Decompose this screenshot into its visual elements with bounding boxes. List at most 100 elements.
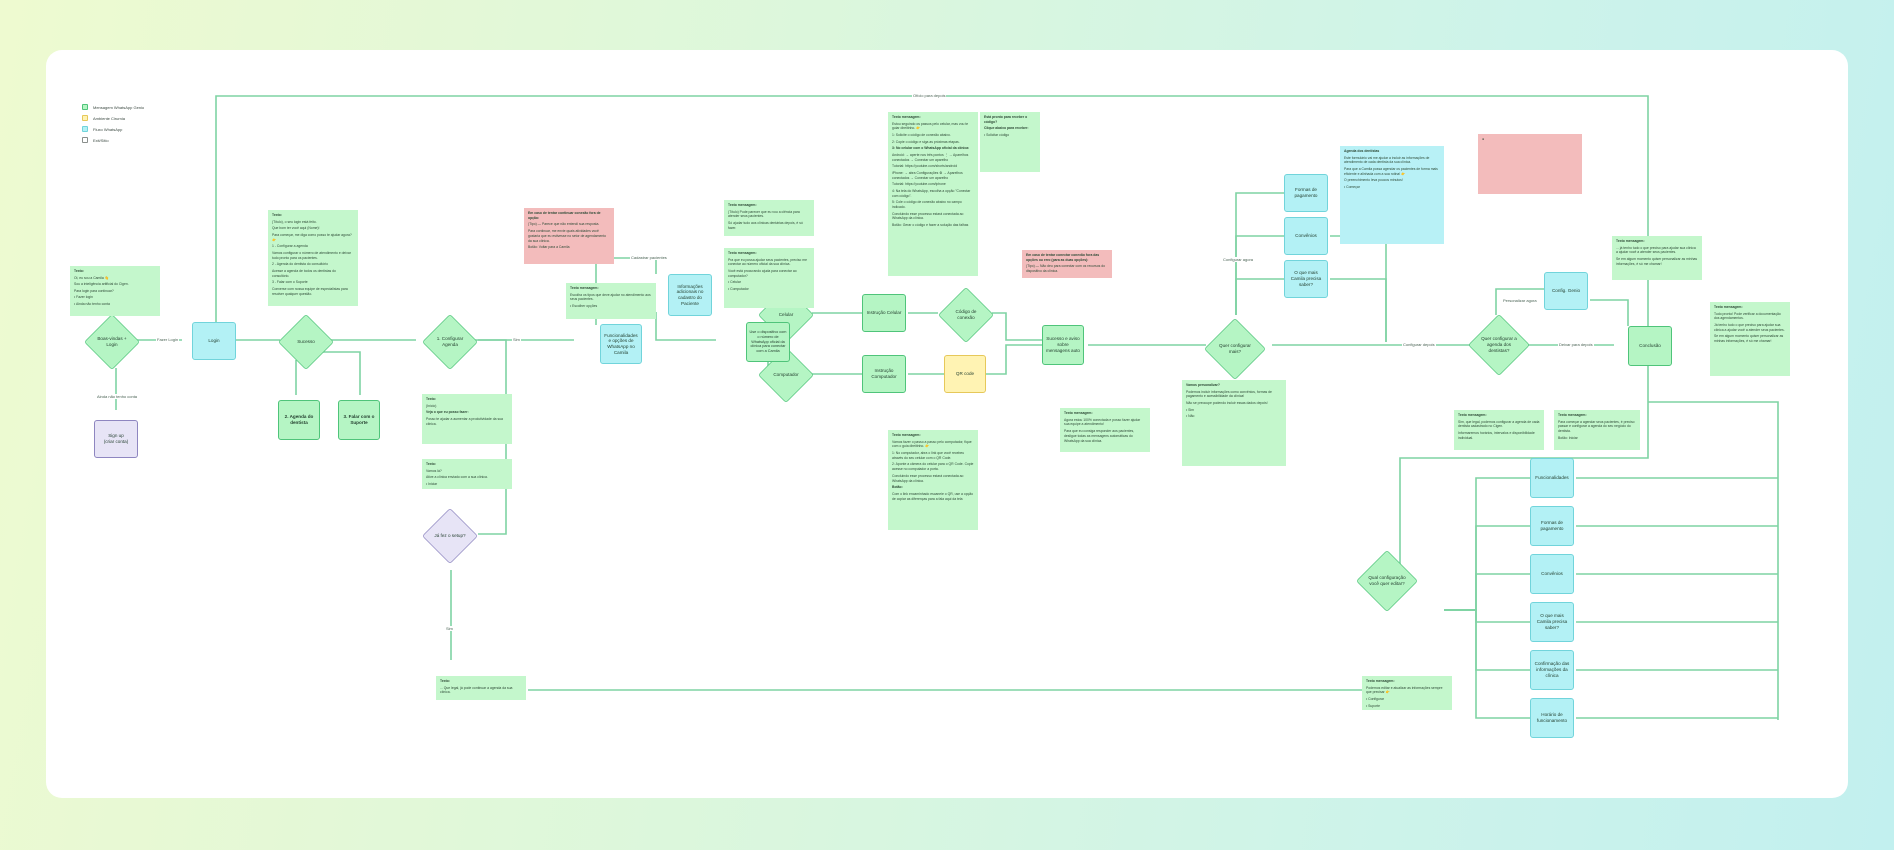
falar-suporte-node[interactable]: 3. Falar com o Suporte bbox=[338, 400, 380, 440]
note-line: Texto mensagem: bbox=[1458, 413, 1487, 417]
configurar-agenda-decision[interactable]: 1. Configurar Agenda bbox=[422, 314, 478, 370]
sign-up-node[interactable]: Sign up (criar conta) bbox=[94, 420, 138, 458]
note-dispositivo-top: Texto mensagem:(Título) Pode parecer que… bbox=[724, 200, 814, 236]
ja-fez-setup-decision[interactable]: Já fez o setup? bbox=[422, 508, 478, 564]
sucesso-aviso-node[interactable]: Sucesso e aviso sobre mensagens auto bbox=[1042, 325, 1084, 365]
codigo-conexao-decision[interactable]: Código de conexão bbox=[938, 287, 994, 343]
note-line: Botão: Voltar para a Camila bbox=[528, 245, 570, 250]
menu-confirmacao-node[interactable]: Confirmação das informações da clínica bbox=[1530, 650, 1574, 690]
celular-decision[interactable]: Celular bbox=[758, 287, 814, 343]
note-config-genio: Texto mensagem:... já tenho tudo o que p… bbox=[1612, 236, 1702, 280]
menu-horario-node[interactable]: Horário de funcionamento bbox=[1530, 698, 1574, 738]
menu-formas-pagamento-node[interactable]: Formas de pagamento bbox=[1530, 506, 1574, 546]
sucesso-decision[interactable]: Sucesso bbox=[278, 314, 334, 370]
note-line: Para continuar, me envie quais atividade… bbox=[528, 229, 607, 243]
config-genio-node[interactable]: Config. Genio bbox=[1544, 272, 1588, 310]
note-line: Texto mensagem: bbox=[1064, 411, 1093, 415]
computador-decision[interactable]: Computador bbox=[758, 347, 814, 403]
note-line: O preenchimento leva poucos minutos! bbox=[1344, 178, 1403, 183]
o-que-mais-node[interactable]: O que mais Camila precisa saber? bbox=[1284, 260, 1328, 298]
note-conclusao: Texto mensagem:Tudo pronto! Pode verific… bbox=[1710, 302, 1790, 376]
note-line: (Início) bbox=[426, 403, 437, 408]
conn-top-loop: Ofício para depois bbox=[912, 93, 947, 98]
funcionalidades-whats-label: Funcionalidades e opções de WhatsApp no … bbox=[604, 332, 638, 355]
note-line: ... Que legal, já pode continuar a agend… bbox=[440, 685, 513, 695]
note-line: Concluindo esse processo estará conectad… bbox=[892, 473, 964, 483]
wire-qual-formas bbox=[1444, 525, 1530, 611]
note-line: Acesse a agenda de todos os dentistas do… bbox=[272, 268, 336, 278]
conclusao-node[interactable]: Conclusão bbox=[1628, 326, 1672, 366]
note-line: Texto mensagem: bbox=[1558, 413, 1587, 417]
agenda-dentista-node[interactable]: 2. Agenda do dentista bbox=[278, 400, 320, 440]
menu-convenios-node[interactable]: Convênios bbox=[1530, 554, 1574, 594]
note-line: Estou seguindo os passos pelo celular, m… bbox=[892, 121, 969, 131]
note-configurar: Texto:(Início)Veja o que eu posso fazer:… bbox=[422, 394, 512, 444]
note-agenda-right: Texto mensagem:Para começar a agendar se… bbox=[1554, 410, 1640, 450]
usar-dispositivo-node[interactable]: Use o dispositivo com o número de WhatsA… bbox=[746, 322, 790, 362]
formas-pagamento-label: Formas de pagamento bbox=[1294, 187, 1318, 198]
menu-o-que-mais-node[interactable]: O que mais Camila precisa saber? bbox=[1530, 602, 1574, 642]
instrucao-celular-node[interactable]: Instrução Celular bbox=[862, 294, 906, 332]
note-line: • Solicitar código bbox=[984, 133, 1010, 137]
note-line: Clique abaixo para receber: bbox=[984, 126, 1029, 131]
menu-funcionalidades-node[interactable]: Funcionalidades bbox=[1530, 458, 1574, 498]
menu-convenios-label: Convênios bbox=[1541, 571, 1563, 577]
instrucao-computador-node[interactable]: Instrução Computador bbox=[862, 355, 906, 393]
conn-configurar-agora: Configurar agora bbox=[1222, 257, 1255, 262]
legend-label: Exit/Sitio bbox=[93, 137, 109, 143]
note-line: Em caso de tentar conectar conexão fora … bbox=[1026, 253, 1100, 262]
conclusao-label: Conclusão bbox=[1639, 343, 1661, 349]
conn-configurar-depois: Configurar depois bbox=[1402, 342, 1436, 347]
note-line: Oi, eu sou a Camila 👋 bbox=[74, 275, 109, 280]
qr-code-node[interactable]: QR code bbox=[944, 355, 986, 393]
note-line: Sou a inteligência artificial do Cigen. bbox=[74, 282, 129, 287]
note-line: 1 - Configurar a agenda bbox=[272, 244, 308, 249]
wire-right-rail bbox=[1648, 401, 1779, 720]
ja-fez-setup-label: Já fez o setup? bbox=[434, 533, 466, 539]
celular-label: Celular bbox=[778, 312, 794, 318]
legend-swatch bbox=[82, 104, 88, 110]
configurar-agenda-label: 1. Configurar Agenda bbox=[436, 336, 464, 347]
convenios-node[interactable]: Convênios bbox=[1284, 217, 1328, 255]
login-node[interactable]: Login bbox=[192, 322, 236, 360]
note-line: Este formulário vai me ajudar a incluir … bbox=[1344, 155, 1430, 165]
note-line: Texto: bbox=[440, 679, 450, 683]
note-line: Converse com nossa equipe de especialist… bbox=[272, 286, 348, 296]
quer-configurar-decision[interactable]: Quer configurar mais? bbox=[1204, 318, 1266, 380]
note-line: Posso te ajudar a aumentar a produtivida… bbox=[426, 416, 503, 426]
note-line: Sim, que legal, podemos configurar a age… bbox=[1458, 419, 1540, 429]
note-line: Tutorial: https://youtube.com/iphone bbox=[892, 182, 946, 187]
qual-configuracao-decision[interactable]: Qual configuração você quer editar? bbox=[1356, 550, 1418, 612]
note-funcionalidades: Texto mensagem:Escolha os tipos que deve… bbox=[566, 283, 656, 319]
note-line: Agenda dos dentistas bbox=[1344, 149, 1380, 153]
note-line: • Escolher opções bbox=[570, 304, 598, 308]
formas-pagamento-node[interactable]: Formas de pagamento bbox=[1284, 174, 1328, 212]
legend-item: Fluxo WhatsApp bbox=[82, 126, 144, 132]
note-line: (Tipo) — Não deu para conectar com os re… bbox=[1026, 264, 1106, 274]
wire-qual-horario bbox=[1444, 609, 1530, 719]
usar-dispositivo-label: Use o dispositivo com o número de WhatsA… bbox=[749, 330, 787, 354]
ola-login-decision[interactable]: Boas-vindas + Login bbox=[84, 314, 140, 370]
note-line: Já tenho tudo o que preciso para ajudar … bbox=[1714, 323, 1785, 332]
note-line: • Ainda não tenho conta bbox=[74, 301, 110, 306]
legend-swatch bbox=[82, 137, 88, 143]
conn-cadastrar-pacientes: Cadastrar pacientes bbox=[630, 255, 668, 260]
note-line: Texto mensagem: bbox=[728, 203, 757, 207]
funcionalidades-whats-node[interactable]: Funcionalidades e opções de WhatsApp no … bbox=[600, 324, 642, 364]
wire-qual-confirm bbox=[1444, 609, 1530, 671]
menu-funcionalidades-label: Funcionalidades bbox=[1535, 475, 1569, 481]
wire-qual-oque bbox=[1444, 609, 1530, 623]
informacoes-cadastro-node[interactable]: Informações adicionais no cadastro do Pa… bbox=[668, 274, 712, 316]
conn-sim-setup: Sim bbox=[512, 337, 521, 342]
quer-configurar-agenda-decision[interactable]: Quer configurar a agenda dos dentistas? bbox=[1468, 314, 1530, 376]
note-line: Texto mensagem: bbox=[892, 433, 921, 437]
ola-login-label: Boas-vindas + Login bbox=[97, 336, 127, 347]
note-line: • Sim bbox=[1186, 407, 1194, 412]
instrucao-computador-label: Instrução Computador bbox=[871, 368, 897, 379]
note-line: 3 - Falar com o Suporte bbox=[272, 280, 308, 285]
note-line: Botão: Gerar o código e fazer a solução … bbox=[892, 223, 969, 227]
wire-codigo-sucesso bbox=[992, 312, 1042, 341]
conn-personalizar-agora: Personalizar agora bbox=[1502, 298, 1538, 303]
